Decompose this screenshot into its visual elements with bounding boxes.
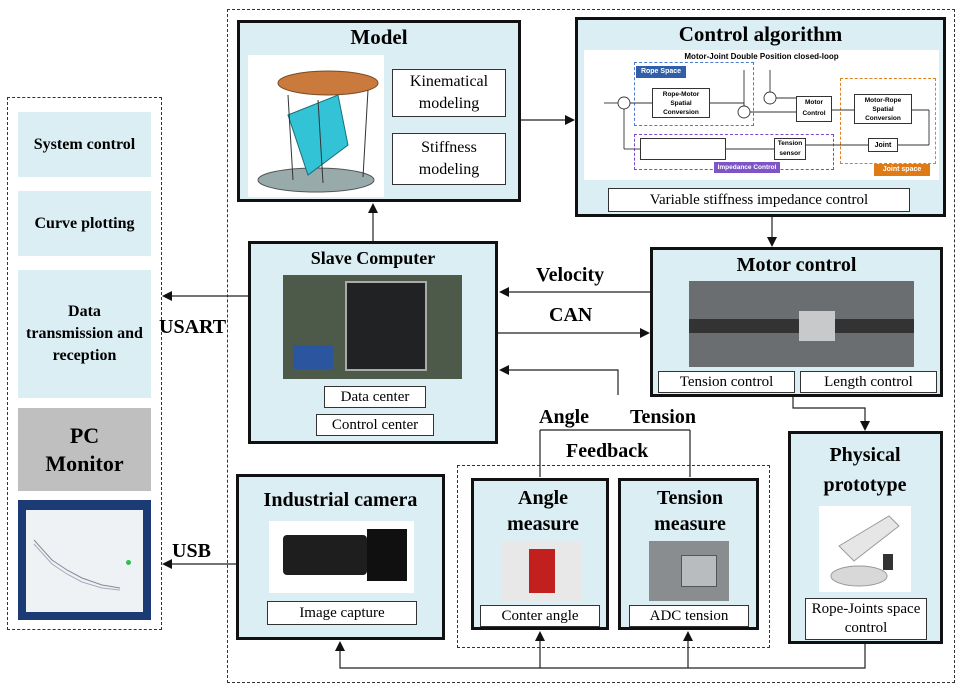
angle-title: Angle measure: [507, 487, 579, 535]
sensor-group-border: [457, 465, 770, 648]
angle-sensor-image: [501, 541, 581, 601]
angle-caption-label: Conter angle: [501, 608, 579, 624]
tension-sensor-block: Tension sensor: [774, 138, 806, 160]
pc-item-data-transmission[interactable]: Data transmission and reception: [18, 270, 151, 398]
usart-label: USART: [159, 316, 227, 338]
tension-measure-panel: Tension measure ADC tension: [618, 478, 759, 630]
model-panel: Model Kinematical modeling Stiffness mod…: [237, 20, 521, 202]
physical-title: Physical prototype: [823, 444, 907, 496]
motor-image: [689, 281, 914, 367]
slave-title: Slave Computer: [310, 248, 436, 268]
tension-caption-label: ADC tension: [649, 608, 729, 624]
motor-control-block: Motor Control: [796, 96, 832, 122]
slave-board-image: [283, 275, 462, 379]
model-robot-image: [248, 55, 384, 197]
model-title: Model: [350, 25, 408, 49]
joint-block: Joint: [868, 138, 898, 152]
impedance-tag: Impedance Control: [714, 162, 780, 173]
model-stiffness-box: Stiffness modeling: [392, 133, 506, 185]
control-diagram: Motor-Joint Double Position closed-loop …: [584, 50, 939, 180]
tension-control-label: Tension control: [679, 374, 774, 390]
rope-motor-block: Rope-Motor Spatial Conversion: [652, 88, 710, 118]
pc-item-curve-plotting[interactable]: Curve plotting: [18, 191, 151, 256]
control-flow-lines: [604, 70, 930, 150]
pc-item-label: Data transmission and reception: [26, 303, 143, 364]
can-label: CAN: [549, 304, 593, 326]
rope-space-region: [634, 62, 754, 126]
pc-item-label: Curve plotting: [34, 214, 135, 232]
image-capture-label: Image capture: [299, 605, 385, 621]
pc-group-border: [7, 97, 162, 630]
length-control-box: Length control: [800, 371, 937, 393]
joint-space-region: [840, 78, 936, 164]
tension-feedback-label: Tension: [630, 406, 696, 428]
control-title: Control algorithm: [678, 22, 843, 46]
motor-rope-block: Motor-Rope Spatial Conversion: [854, 94, 912, 124]
pc-item-system-control[interactable]: System control: [18, 112, 151, 177]
camera-title: Industrial camera: [263, 489, 418, 511]
model-kinematical-label: Kinematical modeling: [409, 73, 489, 112]
usb-label: USB: [172, 540, 211, 562]
control-panel: Control algorithm Motor-Joint Double Pos…: [575, 17, 946, 217]
velocity-label: Velocity: [536, 264, 605, 286]
angle-feedback-label: Angle: [539, 406, 589, 428]
model-kinematical-box: Kinematical modeling: [392, 69, 506, 117]
angle-caption-box: Conter angle: [480, 605, 600, 627]
joint-space-tag: Joint space: [874, 164, 930, 176]
tension-measure-title: Tension measure: [654, 487, 726, 535]
pc-monitor-label: PC Monitor: [45, 422, 124, 476]
model-stiffness-label: Stiffness modeling: [418, 139, 480, 178]
feedback-label: Feedback: [566, 440, 649, 462]
physical-caption-label: Rope-Joints space control: [811, 601, 921, 636]
image-capture-box: Image capture: [267, 601, 417, 625]
physical-caption-box: Rope-Joints space control: [805, 598, 927, 640]
angle-panel: Angle measure Conter angle: [471, 478, 609, 630]
tension-control-box: Tension control: [658, 371, 795, 393]
camera-panel: Industrial camera Image capture: [236, 474, 445, 640]
control-center-box: Control center: [316, 414, 434, 436]
rope-space-tag: Rope Space: [636, 66, 686, 78]
camera-image: [269, 521, 414, 593]
tension-sensor-image: [649, 541, 729, 601]
control-bottom-label: Variable stiffness impedance control: [649, 192, 869, 208]
pc-item-label: System control: [33, 135, 136, 153]
control-center-label: Control center: [331, 417, 419, 433]
length-control-label: Length control: [824, 374, 913, 390]
motor-title: Motor control: [736, 254, 857, 276]
physical-panel: Physical prototype Rope-Joints space con…: [788, 431, 943, 644]
data-center-label: Data center: [340, 389, 410, 405]
slave-panel: Slave Computer Data center Control cente…: [248, 241, 498, 444]
control-bottom-box: Variable stiffness impedance control: [608, 188, 910, 212]
motor-panel: Motor control Tension control Length con…: [650, 247, 943, 397]
system-group-border: [227, 9, 955, 683]
pc-monitor-box: PC Monitor: [18, 408, 151, 491]
control-subtitle: Motor-Joint Double Position closed-loop: [684, 52, 839, 61]
impedance-formula-block: [640, 138, 726, 160]
data-center-box: Data center: [324, 386, 426, 408]
physical-image: [819, 506, 911, 592]
pc-monitor-screenshot: [18, 500, 151, 620]
tension-caption-box: ADC tension: [629, 605, 749, 627]
